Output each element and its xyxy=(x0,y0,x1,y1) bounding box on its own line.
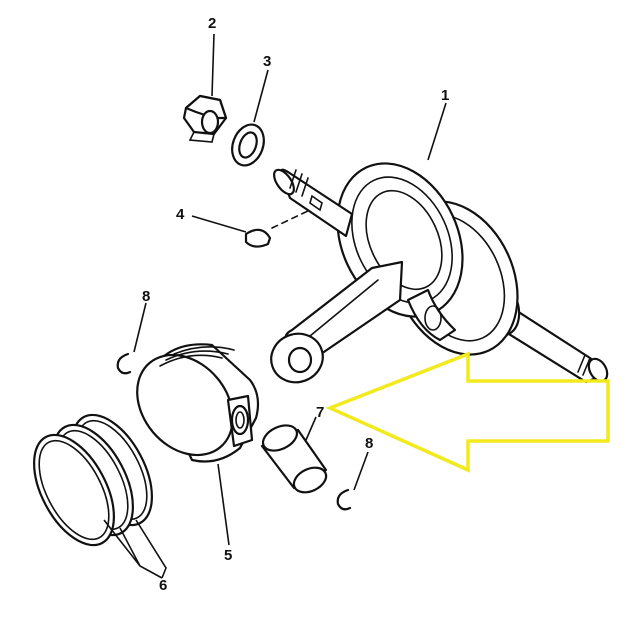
label-part-3: 3 xyxy=(263,53,271,70)
piston-rings xyxy=(33,413,153,547)
label-part-1: 1 xyxy=(441,87,449,104)
woodruff-key xyxy=(244,209,311,248)
circlip-left xyxy=(116,352,132,375)
crankshaft-assembly xyxy=(270,162,609,384)
label-part-4: 4 xyxy=(176,206,185,223)
label-part-8-right: 8 xyxy=(365,435,373,452)
leader-lines xyxy=(103,33,447,579)
piston xyxy=(136,343,260,463)
label-part-2: 2 xyxy=(208,15,216,32)
label-part-7: 7 xyxy=(316,404,324,421)
piston-pin xyxy=(260,424,328,494)
arrow-left-outline-icon xyxy=(325,351,610,473)
circlip-right xyxy=(336,488,352,511)
label-part-8-left: 8 xyxy=(142,288,150,305)
label-part-5: 5 xyxy=(224,547,232,564)
part-labels: 1 2 3 4 5 6 7 8 8 xyxy=(142,15,449,594)
nut xyxy=(182,94,228,143)
washer xyxy=(231,123,265,167)
label-part-6: 6 xyxy=(159,577,167,594)
